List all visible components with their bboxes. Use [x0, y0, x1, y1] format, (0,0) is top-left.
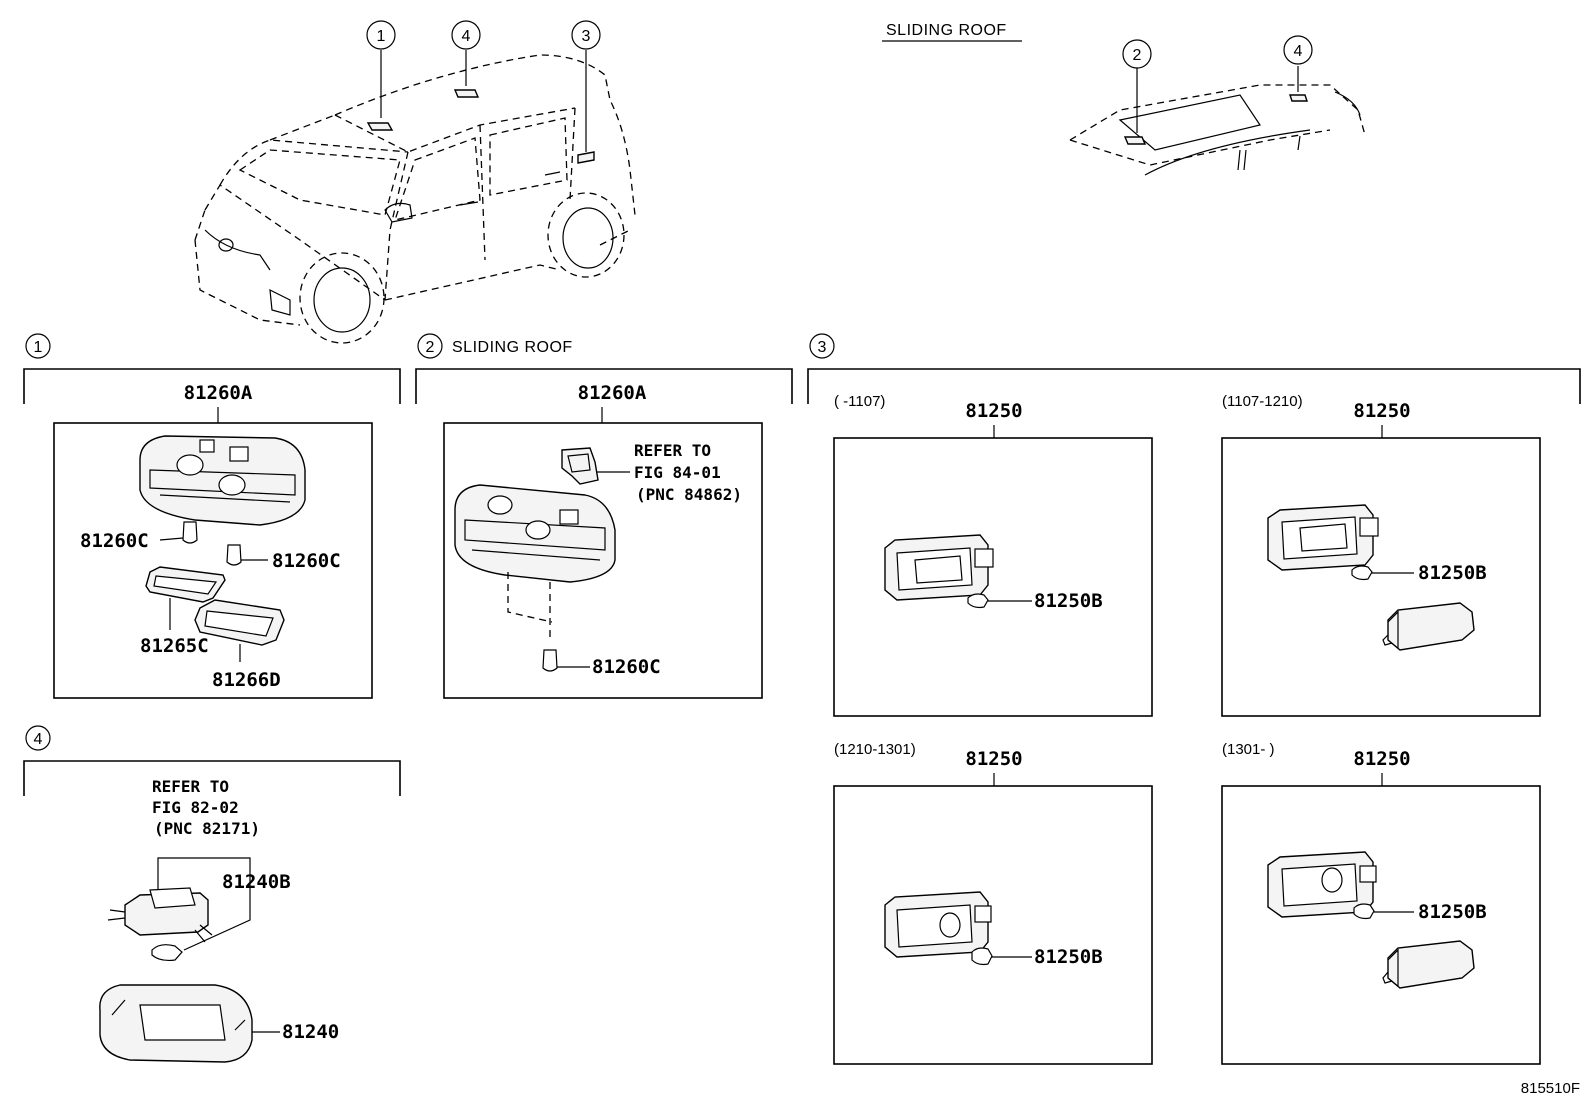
part-81260C-left: 81260C: [80, 530, 149, 552]
bulb-81260C-sunroof-icon: [542, 649, 590, 672]
part-81240: 81240: [282, 1021, 339, 1043]
part-81260C-sunroof: 81260C: [592, 656, 661, 678]
svg-text:1: 1: [34, 339, 43, 356]
courtesy-lamp-b-icon: [1267, 504, 1379, 571]
part-81260C-right: 81260C: [272, 550, 341, 572]
part-81250B-c: 81250B: [1034, 946, 1103, 968]
bulb-81250B-c-icon: [971, 947, 1032, 966]
sliding-roof-caption: SLIDING ROOF: [886, 22, 1007, 39]
part-81265C: 81265C: [140, 635, 209, 657]
courtesy-lamp-d-icon: [1267, 851, 1377, 918]
part-81250B-b: 81250B: [1418, 562, 1487, 584]
sunroof-dome-housing: [454, 484, 616, 583]
date-range-3a: ( -1107): [834, 393, 885, 410]
refer-line-2: FIG 84-01: [634, 463, 721, 482]
section-2-bracket: [415, 368, 793, 404]
panel-1-box: [53, 422, 373, 699]
refer-line-3-s4: (PNC 82171): [154, 819, 260, 838]
panel-3a-box: [833, 437, 1153, 717]
panel-3d-box: [1221, 785, 1541, 1065]
dome-lamp-housing: [139, 435, 306, 526]
bulb-81260C-right-icon: [226, 544, 268, 566]
section-2-marker: [417, 333, 443, 359]
svg-text:4: 4: [34, 731, 43, 748]
part-81260A: 81260A: [184, 382, 253, 404]
part-81260A-sunroof: 81260A: [578, 382, 647, 404]
date-range-3d: (1301- ): [1222, 741, 1275, 758]
refer-line-1: REFER TO: [634, 441, 711, 460]
part-81250B-a: 81250B: [1034, 590, 1103, 612]
bulb-81260C-left-icon: [159, 521, 198, 544]
roof-callout-2: 2: [1133, 47, 1142, 64]
lamp-cover-b-icon: [1382, 602, 1475, 651]
interior-lamp-module-icon: [107, 887, 213, 943]
section-1-bracket: [23, 368, 401, 404]
lamp-cover-d-icon: [1382, 940, 1475, 989]
courtesy-lamp-a-icon: [884, 534, 994, 601]
section-2-title: SLIDING ROOF: [452, 339, 573, 356]
section-4-bracket: [23, 760, 401, 796]
bulb-81240B-icon: [151, 944, 183, 962]
car-overview-illustration: [194, 20, 636, 344]
refer-line-3: (PNC 84862): [636, 485, 742, 504]
refer-line-2-s4: FIG 82-02: [152, 798, 239, 817]
part-81250-c: 81250: [965, 748, 1022, 770]
bulb-81250B-d-icon: [1353, 903, 1414, 920]
panel-2-box: [443, 422, 763, 699]
svg-text:3: 3: [818, 339, 827, 356]
bulb-81250B-b-icon: [1351, 565, 1414, 581]
lens-81265C-icon: [145, 566, 226, 630]
callout-4: 4: [462, 28, 471, 45]
figure-code: 815510F: [1521, 1080, 1580, 1097]
callout-3: 3: [582, 28, 591, 45]
roof-callout-4: 4: [1294, 43, 1303, 60]
bulb-81250B-a-icon: [967, 593, 1032, 609]
part-81250-d: 81250: [1353, 748, 1410, 770]
svg-text:2: 2: [426, 339, 435, 356]
section-3-bracket: [807, 368, 1581, 404]
courtesy-lamp-c-icon: [884, 891, 992, 958]
part-81250-a: 81250: [965, 400, 1022, 422]
sliding-roof-illustration: [1069, 35, 1366, 176]
switch-connector-icon: [561, 447, 630, 485]
panel-3b-box: [1221, 437, 1541, 717]
date-range-3b: (1107-1210): [1222, 393, 1303, 410]
part-81240B-label: 81240B: [222, 871, 291, 893]
section-4-marker: [25, 725, 51, 751]
cover-81266D-icon: [194, 599, 285, 662]
date-range-3c: (1210-1301): [834, 741, 916, 758]
refer-line-1-s4: REFER TO: [152, 777, 229, 796]
section-1-marker: [25, 333, 51, 359]
part-81250-b: 81250: [1353, 400, 1410, 422]
section-3-marker: [809, 333, 835, 359]
panel-3c-box: [833, 785, 1153, 1065]
callout-1: 1: [377, 28, 386, 45]
part-81266D: 81266D: [212, 669, 281, 691]
part-81250B-d: 81250B: [1418, 901, 1487, 923]
lamp-housing-81240-icon: [99, 984, 280, 1063]
